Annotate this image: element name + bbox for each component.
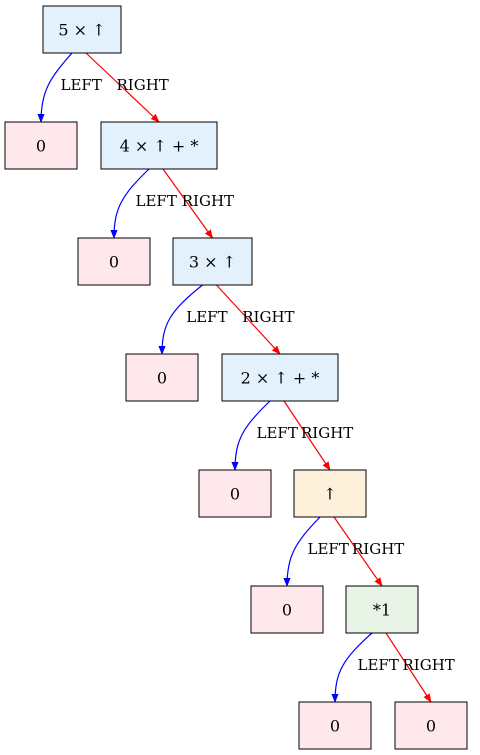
edge-label-right: RIGHT <box>117 76 169 94</box>
node-z1: 0 <box>4 121 78 170</box>
node-box <box>77 237 151 286</box>
node-z6: 0 <box>298 701 372 750</box>
edge-n2-z2 <box>110 168 150 239</box>
node-box <box>125 353 199 402</box>
node-label: 0 <box>282 601 292 620</box>
node-label: 0 <box>157 369 167 388</box>
edge-label-right: RIGHT <box>182 192 234 210</box>
edge-n4-n5 <box>283 400 331 471</box>
edge-label-left: LEFT <box>61 76 102 94</box>
nodes-layer: 5 × ↑ 0 4 × ↑ + * 0 3 × ↑ 0 2 × ↑ + * 0 ↑ 0 *1 0 0 <box>4 5 468 750</box>
node-box <box>394 701 468 750</box>
node-label: 2 × ↑ + * <box>241 369 320 388</box>
node-box <box>198 469 272 518</box>
edge-label-left: LEFT <box>308 540 349 558</box>
edge-n1-z1 <box>37 52 73 123</box>
node-label: 0 <box>109 253 119 272</box>
node-box <box>4 121 78 170</box>
edge-n4-z4 <box>231 400 271 471</box>
node-n2: 4 × ↑ + * <box>100 121 218 170</box>
node-label: 0 <box>230 485 240 504</box>
node-box <box>293 469 367 518</box>
edge-label-right: RIGHT <box>352 540 404 558</box>
node-n1: 5 × ↑ <box>42 5 122 54</box>
node-n4: 2 × ↑ + * <box>221 353 339 402</box>
node-z4: 0 <box>198 469 272 518</box>
node-box <box>172 237 253 286</box>
node-box <box>42 5 122 54</box>
node-n6: *1 <box>345 585 419 634</box>
edge-n5-n6 <box>333 516 383 587</box>
node-label: 0 <box>426 717 436 736</box>
node-label: 5 × ↑ <box>58 21 105 40</box>
edge-label-left: LEFT <box>136 192 177 210</box>
node-label: 4 × ↑ + * <box>120 137 199 156</box>
node-label: 3 × ↑ <box>189 253 236 272</box>
node-box <box>298 701 372 750</box>
node-z7: 0 <box>394 701 468 750</box>
node-label: 0 <box>330 717 340 736</box>
node-label: 0 <box>36 137 46 156</box>
node-z5: 0 <box>250 585 324 634</box>
edge-label-left: LEFT <box>358 656 399 674</box>
edge-n3-n4 <box>216 284 281 355</box>
edge-label-right: RIGHT <box>242 308 294 326</box>
node-label: *1 <box>373 601 391 620</box>
node-box <box>345 585 419 634</box>
edge-label-left: LEFT <box>186 308 227 326</box>
node-z2: 0 <box>77 237 151 286</box>
edge-n6-z7 <box>385 632 432 703</box>
edge-label-left: LEFT <box>257 424 298 442</box>
node-n3: 3 × ↑ <box>172 237 253 286</box>
edge-label-right: RIGHT <box>301 424 353 442</box>
node-label: ↑ <box>323 485 336 504</box>
node-n5: ↑ <box>293 469 367 518</box>
node-box <box>221 353 339 402</box>
edge-label-right: RIGHT <box>403 656 455 674</box>
edge-n3-z3 <box>158 284 203 355</box>
edge-n2-n3 <box>162 168 214 239</box>
edge-n1-n2 <box>85 52 160 123</box>
edge-n6-z6 <box>331 632 373 703</box>
node-z3: 0 <box>125 353 199 402</box>
node-box <box>250 585 324 634</box>
node-box <box>100 121 218 170</box>
edge-n5-z5 <box>283 516 321 587</box>
